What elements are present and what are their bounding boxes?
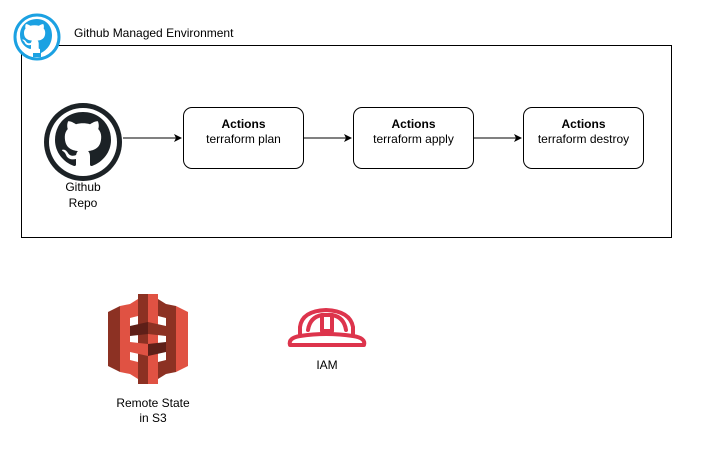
repo-label-line1: Github xyxy=(65,180,101,194)
step-terraform-apply: Actions terraform apply xyxy=(353,107,474,169)
step-title: Actions xyxy=(561,117,606,131)
step-title: Actions xyxy=(391,117,436,131)
step-terraform-plan: Actions terraform plan xyxy=(183,107,304,169)
s3-label-line1: Remote State xyxy=(116,396,190,410)
aws-iam-helmet-icon xyxy=(287,308,367,347)
aws-s3-icon xyxy=(108,294,188,384)
environment-title: Github Managed Environment xyxy=(74,26,234,40)
s3-label: Remote State in S3 xyxy=(103,396,203,426)
github-octocat-icon xyxy=(44,103,122,181)
repo-label-line2: Repo xyxy=(68,196,98,210)
step-command: terraform destroy xyxy=(537,132,630,146)
step-command: terraform apply xyxy=(373,132,454,146)
repo-label: Github Repo xyxy=(43,179,123,211)
github-icon xyxy=(13,13,61,61)
step-terraform-destroy: Actions terraform destroy xyxy=(523,107,644,169)
step-title: Actions xyxy=(221,117,266,131)
iam-label: IAM xyxy=(316,358,338,372)
s3-label-line2: in S3 xyxy=(139,411,167,425)
step-command: terraform plan xyxy=(206,132,281,146)
github-environment-group xyxy=(21,45,672,238)
